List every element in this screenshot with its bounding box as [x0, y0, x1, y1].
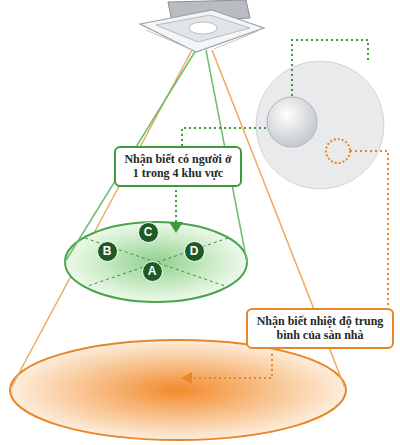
ac-panel	[140, 10, 264, 52]
temperature-sensor	[326, 139, 350, 163]
arrow-head	[181, 372, 192, 384]
sensor-ball	[267, 97, 317, 147]
arrow-head	[169, 222, 183, 233]
leader-line	[192, 354, 272, 378]
zone-divider	[85, 238, 228, 287]
leader-line	[175, 190, 177, 222]
callout-box: Nhận biết nhiệt độ trung bình của sàn nh…	[246, 308, 394, 349]
zone-marker: C	[138, 222, 159, 243]
floor-area	[10, 340, 346, 440]
callout-text: Nhận biết có người ở 1 trong 4 khu vực	[122, 152, 234, 181]
zone-marker: B	[97, 241, 118, 262]
ac-grille	[189, 22, 217, 34]
zone-area	[65, 222, 247, 302]
ac-vane	[146, 30, 192, 50]
zone-marker: D	[184, 241, 205, 262]
zone-letter: D	[190, 244, 199, 258]
leader-line	[292, 40, 368, 96]
zone-marker: A	[142, 261, 163, 282]
zone-divider	[85, 238, 228, 287]
callout-box: Nhận biết có người ở 1 trong 4 khu vực	[114, 146, 242, 187]
zone-letter: B	[103, 244, 112, 258]
zone-letter: C	[144, 225, 153, 239]
zone-letter: A	[148, 264, 157, 278]
sensor-detail	[256, 61, 384, 189]
ac-vane	[214, 31, 258, 49]
ac-grille	[156, 15, 250, 42]
leader-line	[182, 128, 266, 146]
callout-text: Nhận biết nhiệt độ trung bình của sàn nh…	[254, 314, 386, 343]
leader-line	[350, 151, 388, 306]
